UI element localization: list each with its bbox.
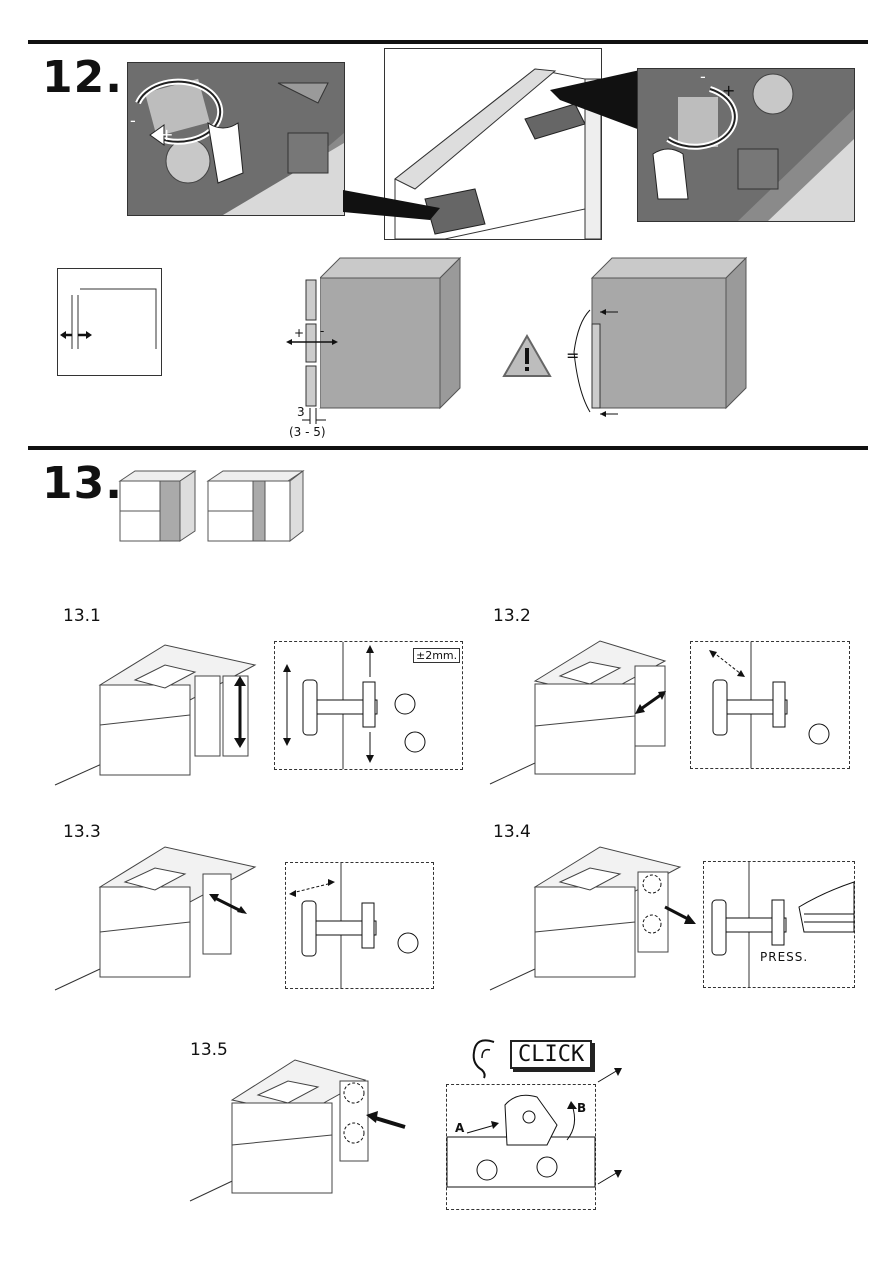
- step-13-number: 13.: [42, 458, 123, 509]
- substep-13-4-label: 13.4: [493, 822, 531, 842]
- cabinet-13-3: [54, 846, 257, 991]
- hinge-art-13-4: [711, 862, 855, 987]
- substep-13-5-label: 13.5: [190, 1040, 228, 1060]
- minus-sign-right: -: [700, 68, 706, 86]
- cube-equal-gap: [573, 256, 748, 417]
- cabinet-13-4: [489, 846, 696, 991]
- hinge-detail-13-4: PRESS.: [703, 861, 855, 988]
- hinge-art-13-1: [283, 642, 426, 769]
- gap-range: (3 - 5): [289, 425, 326, 439]
- top-rule: [28, 40, 868, 44]
- hinge-detail-13-3: [285, 862, 434, 989]
- tolerance-badge: ±2mm.: [413, 648, 461, 663]
- hinge-detail-13-5: A B: [446, 1084, 596, 1210]
- photo-left-art: [128, 63, 344, 215]
- hinge-detail-13-2: [690, 641, 850, 769]
- hinge-art-13-3: [289, 863, 419, 988]
- point-a-label: A: [455, 1121, 465, 1135]
- door-gap-art: [60, 288, 157, 349]
- cabinet-13-1: [54, 644, 257, 786]
- hinge-adjust-photo-left: - +: [127, 62, 345, 216]
- substep-13-1-label: 13.1: [63, 606, 101, 626]
- click-sound-label: CLICK: [510, 1040, 593, 1069]
- hinge-detail-13-1: ±2mm.: [274, 641, 463, 770]
- cube-door-adjust: [286, 256, 462, 424]
- equal-sign: =: [566, 346, 580, 365]
- substep-13-2-label: 13.2: [493, 606, 531, 626]
- plus-sign-left: +: [160, 125, 174, 144]
- drawer-frame: [384, 48, 602, 240]
- hinge-adjust-photo-right: - +: [637, 68, 855, 222]
- cabinet-13-2: [489, 640, 667, 785]
- adjust-minus-label: -: [320, 324, 325, 338]
- minus-sign-left: -: [130, 111, 136, 130]
- photo-right-art: [638, 69, 854, 221]
- point-b-label: B: [577, 1101, 587, 1115]
- callout-wedges: [343, 70, 640, 220]
- adjust-plus-label: +: [294, 326, 305, 340]
- drawer-art: [394, 68, 602, 240]
- plus-sign-right: +: [722, 81, 736, 100]
- step-12-number: 12.: [42, 52, 123, 103]
- hinge-art-13-2: [709, 642, 830, 768]
- door-gap-diagram: [57, 268, 162, 376]
- cabinet-13-5: [189, 1059, 406, 1202]
- cabinet-thumbnails: [118, 469, 305, 543]
- hinge-art-13-5: [446, 1094, 596, 1188]
- press-instruction: PRESS.: [760, 950, 809, 964]
- motion-arrows: [597, 1068, 622, 1185]
- gap-value: 3: [297, 405, 305, 419]
- substep-13-3-label: 13.3: [63, 822, 101, 842]
- warning-icon: [502, 333, 552, 377]
- mid-rule: [28, 446, 868, 450]
- ear-icon: [472, 1039, 495, 1079]
